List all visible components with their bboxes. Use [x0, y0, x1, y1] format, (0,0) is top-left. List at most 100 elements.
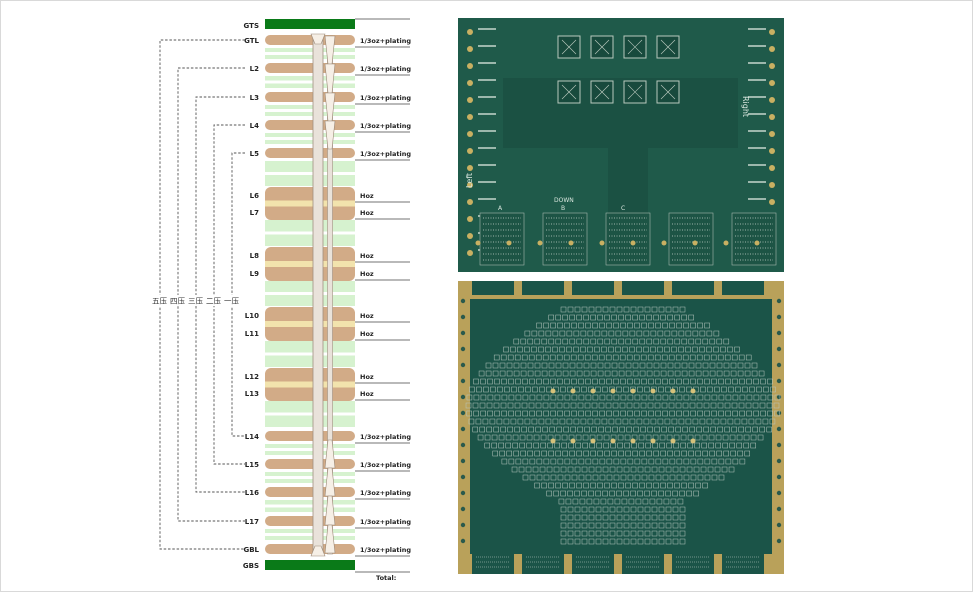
component-pad [595, 466, 602, 473]
component-pad [609, 538, 616, 545]
component-pad [713, 330, 720, 337]
component-pad [723, 450, 729, 457]
component-pad [728, 466, 735, 473]
component-pad [576, 370, 583, 377]
lamination-label: 五压 [152, 297, 167, 306]
component-pad [599, 322, 605, 329]
silk-label-a: A [498, 205, 503, 212]
component-pad [583, 370, 590, 377]
component-pad [625, 450, 631, 457]
component-pad [591, 426, 597, 433]
layer-label-l14: L14 [245, 433, 259, 441]
component-pad [707, 386, 713, 393]
component-pad [575, 434, 582, 441]
component-pad [606, 410, 612, 417]
component-pad [725, 378, 731, 385]
component-pad [665, 306, 672, 313]
component-pad [710, 426, 716, 433]
component-pad [564, 474, 571, 481]
component-pad [546, 466, 553, 473]
component-pad [583, 362, 590, 369]
component-pad [734, 418, 741, 425]
component-pad [725, 410, 731, 417]
component-pad [585, 410, 591, 417]
layer-spec: 1/3oz+plating [360, 150, 411, 158]
component-pad [580, 346, 586, 353]
component-pad [718, 474, 725, 481]
component-pad [630, 538, 637, 545]
component-pad [569, 450, 575, 457]
component-pad [520, 450, 526, 457]
component-pad [720, 418, 727, 425]
component-pad [599, 458, 606, 465]
component-pad [501, 378, 507, 385]
layer-spec: 1/3oz+plating [360, 461, 411, 469]
component-pad [700, 466, 707, 473]
component-pad [704, 458, 711, 465]
component-pad [535, 402, 542, 409]
component-pad [590, 314, 596, 321]
component-pad [738, 354, 745, 361]
component-pad [658, 490, 664, 497]
component-pad [678, 418, 685, 425]
copper-layer-l17 [265, 516, 355, 526]
component-pad [598, 426, 604, 433]
silk-text [748, 79, 766, 81]
component-pad [545, 418, 552, 425]
component-pad [583, 338, 590, 345]
core-center [265, 381, 355, 388]
component-pad [602, 530, 609, 537]
silk-text [748, 130, 766, 132]
component-pad [683, 474, 690, 481]
component-pad [627, 410, 633, 417]
component-pad [632, 314, 638, 321]
component-pad [582, 434, 589, 441]
layer-label-gbl: GBL [243, 546, 259, 554]
component-pad [531, 346, 537, 353]
mount-hole [475, 240, 481, 246]
component-pad [711, 378, 717, 385]
component-pad [499, 362, 506, 369]
component-pad [626, 426, 632, 433]
layer-spec: Hoz [360, 390, 374, 398]
component-pad [565, 498, 572, 505]
component-pad [717, 402, 724, 409]
component-pad [682, 354, 689, 361]
component-pad [708, 442, 715, 449]
component-pad [756, 386, 762, 393]
component-pad [590, 482, 596, 489]
component-pad [581, 514, 588, 521]
component-pad [651, 466, 658, 473]
component-pad [601, 330, 608, 337]
component-pad [658, 538, 665, 545]
component-pad [580, 418, 587, 425]
component-pad [668, 354, 675, 361]
component-pad [665, 490, 671, 497]
component-pad [724, 426, 730, 433]
component-pad [752, 402, 759, 409]
component-pad [665, 538, 672, 545]
footprint-mark [561, 39, 577, 55]
gold-via [550, 388, 556, 394]
component-pad [528, 354, 535, 361]
component-pad [552, 330, 559, 337]
component-pad [677, 498, 684, 505]
component-pad [595, 490, 601, 497]
component-pad [513, 370, 520, 377]
component-pad [638, 434, 645, 441]
component-pad [658, 386, 664, 393]
component-pad [665, 506, 672, 513]
component-pad [671, 330, 678, 337]
component-pad [635, 498, 642, 505]
component-pad [568, 442, 575, 449]
component-pad [690, 410, 696, 417]
edge-pad [769, 29, 775, 35]
component-pad [567, 514, 574, 521]
component-pad [595, 506, 602, 513]
edge-tab-top [572, 281, 614, 295]
component-pad [633, 426, 639, 433]
component-pad [473, 378, 479, 385]
side-pad [776, 346, 782, 352]
component-pad [606, 474, 613, 481]
footprint-mark [561, 84, 577, 100]
